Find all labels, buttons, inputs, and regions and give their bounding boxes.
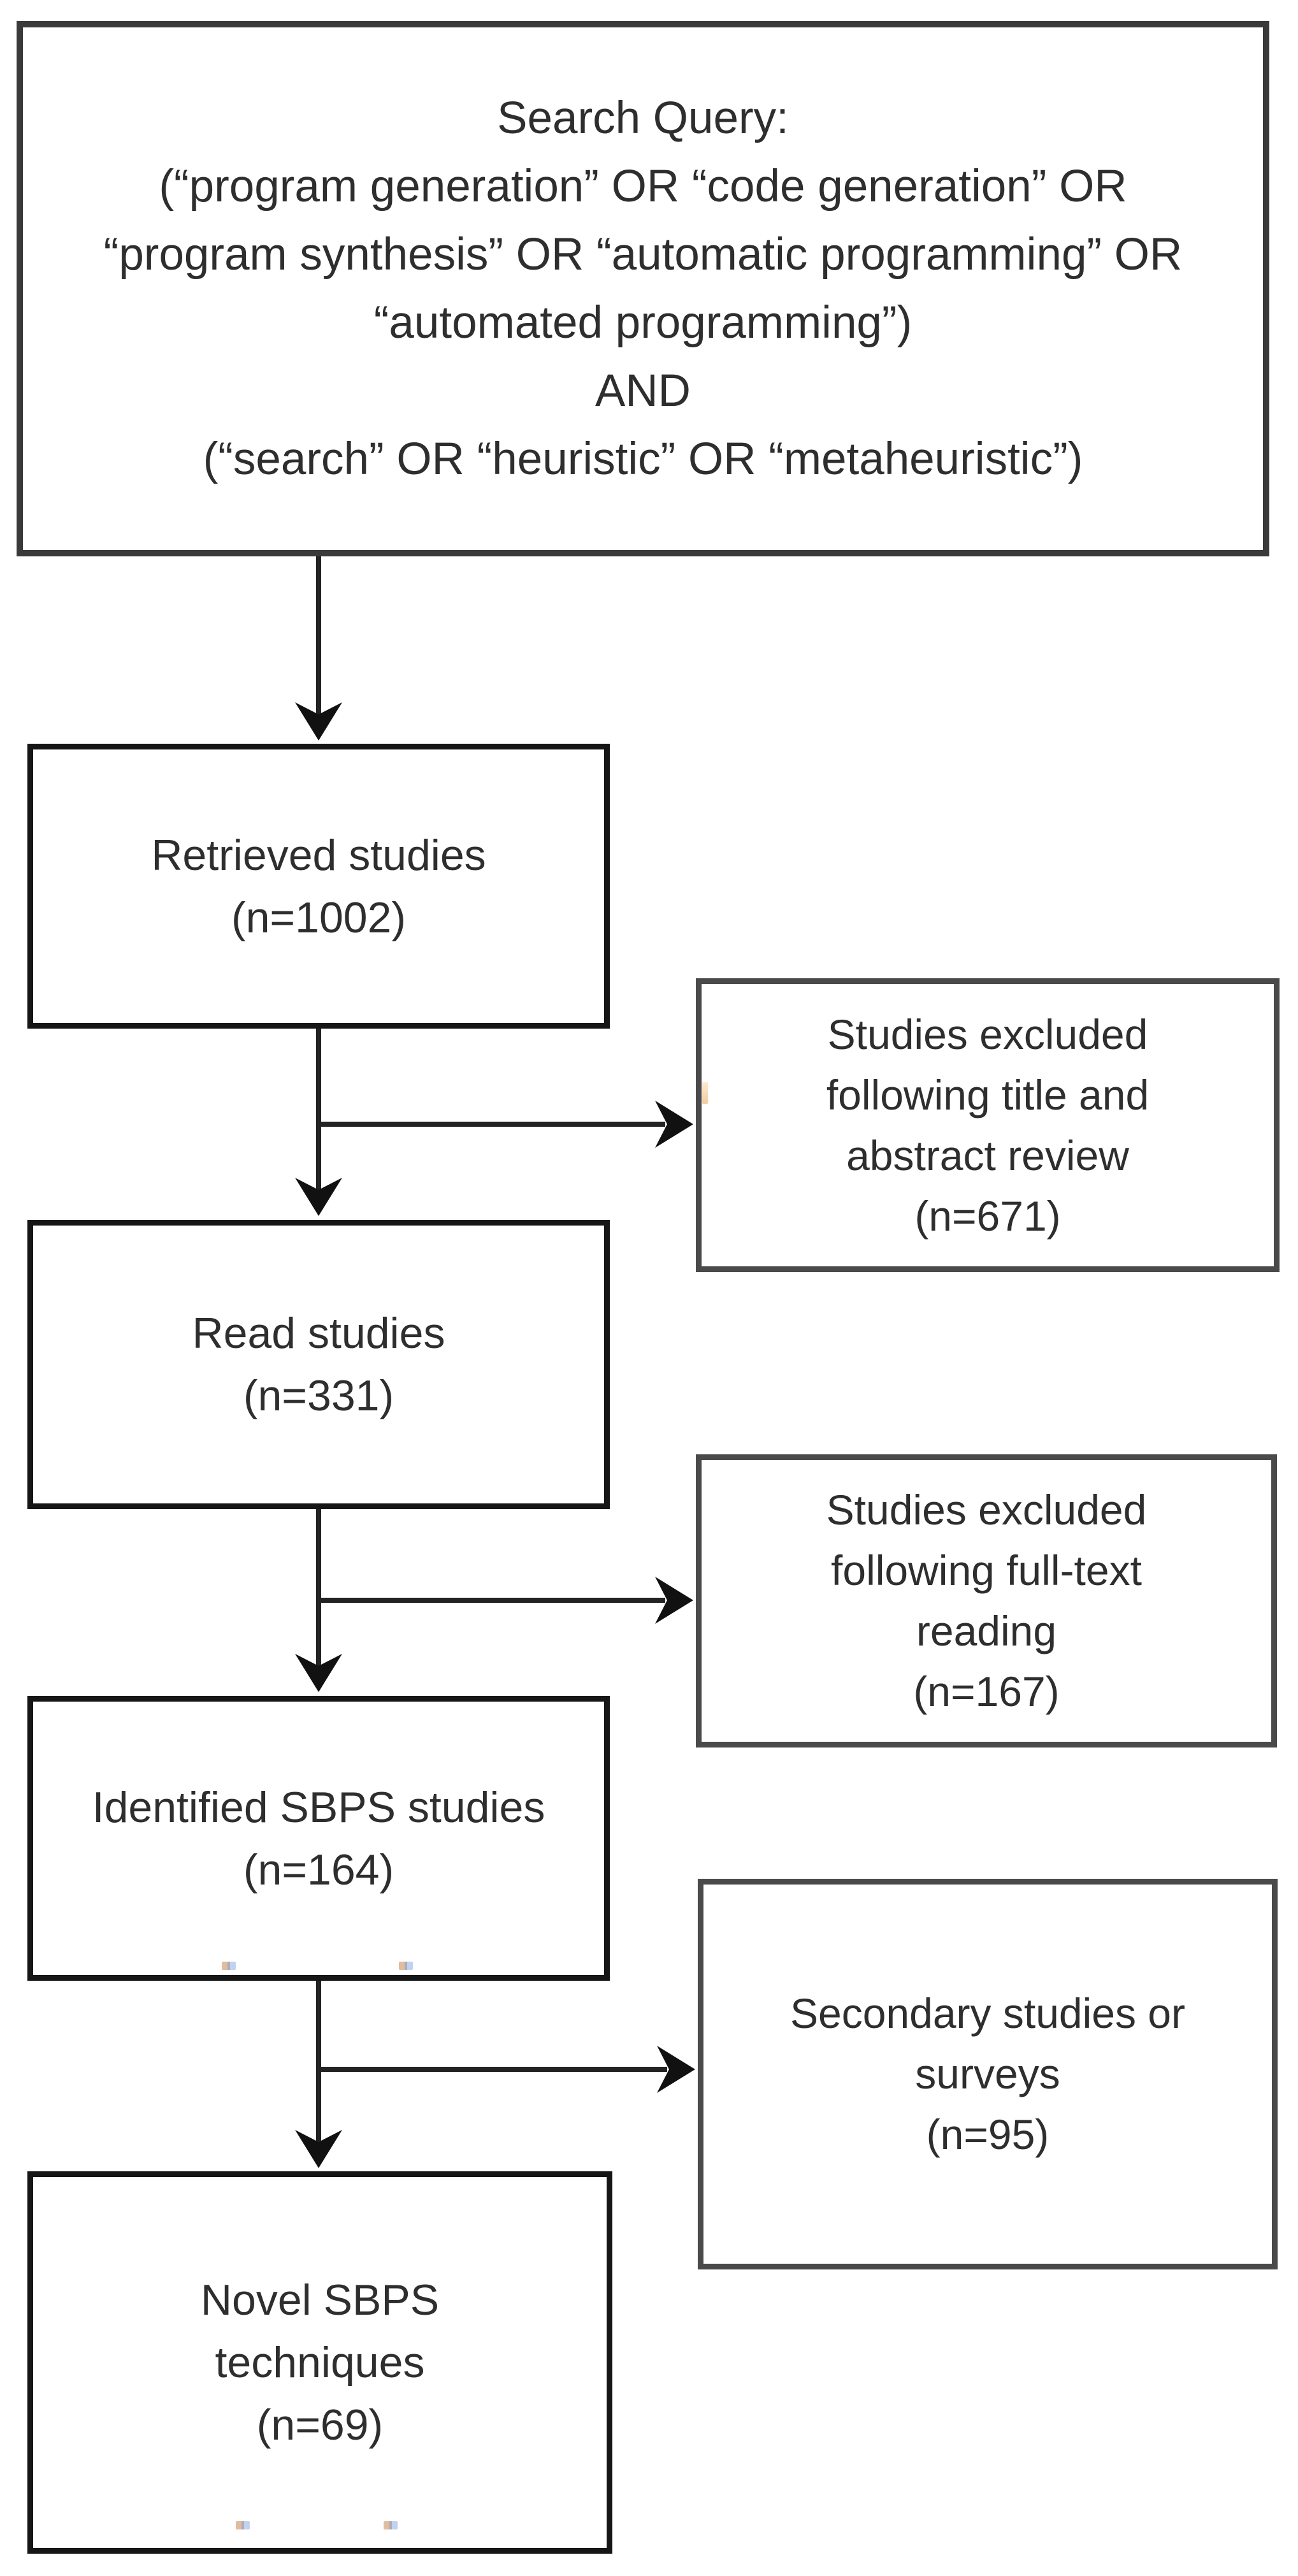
search-query-text: Search Query: (“program generation” OR “… xyxy=(103,93,1183,484)
arrowhead-right-secondary xyxy=(657,2046,695,2093)
arrowhead-right-excluded-title xyxy=(655,1101,693,1148)
arrowhead-right-excluded-fulltext xyxy=(655,1577,693,1624)
excluded-title-abstract-text: Studies excluded following title and abs… xyxy=(826,1010,1150,1240)
artifact-speck xyxy=(702,1082,708,1104)
excluded-fulltext-text: Studies excluded following full-text rea… xyxy=(826,1486,1147,1715)
identified-sbps-studies-box: Identified SBPS studies (n=164) xyxy=(27,1696,610,1981)
arrowhead-down-novel xyxy=(295,2130,342,2168)
secondary-studies-box: Secondary studies or surveys (n=95) xyxy=(698,1879,1278,2269)
arrowhead-down-read xyxy=(295,1178,342,1216)
search-query-box: Search Query: (“program generation” OR “… xyxy=(17,21,1269,556)
identified-sbps-studies-text: Identified SBPS studies (n=164) xyxy=(92,1783,545,1894)
artifact-speck xyxy=(222,1962,236,1970)
excluded-fulltext-box: Studies excluded following full-text rea… xyxy=(696,1454,1277,1747)
arrowhead-down-retrieved xyxy=(295,702,342,741)
excluded-title-abstract-box: Studies excluded following title and abs… xyxy=(696,978,1280,1272)
secondary-studies-text: Secondary studies or surveys (n=95) xyxy=(790,1990,1185,2158)
read-studies-text: Read studies (n=331) xyxy=(192,1309,445,1420)
retrieved-studies-text: Retrieved studies (n=1002) xyxy=(151,830,486,942)
arrowhead-down-identified xyxy=(295,1654,342,1692)
retrieved-studies-box: Retrieved studies (n=1002) xyxy=(27,744,610,1029)
read-studies-box: Read studies (n=331) xyxy=(27,1220,610,1509)
artifact-speck xyxy=(399,1962,413,1970)
novel-sbps-techniques-box: Novel SBPS techniques (n=69) xyxy=(27,2171,612,2554)
artifact-speck xyxy=(384,2521,398,2529)
artifact-speck xyxy=(236,2521,250,2529)
novel-sbps-techniques-text: Novel SBPS techniques (n=69) xyxy=(200,2276,440,2449)
